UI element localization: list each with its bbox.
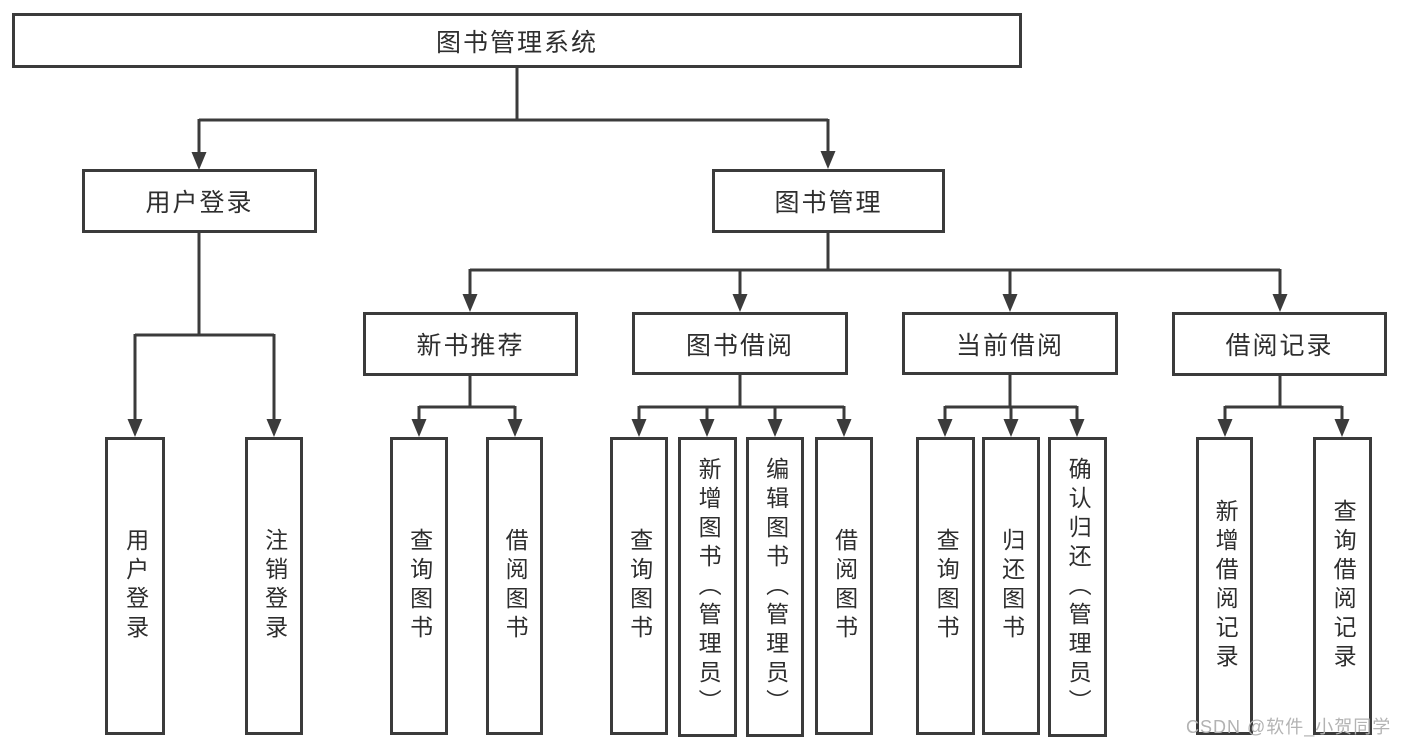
leaf-nb-borrow-books: 借阅图书 (486, 437, 543, 735)
node-new-book-recommend: 新书推荐 (363, 312, 578, 376)
leaf-bb-edit-book-admin: 编辑图书（管理员） (746, 437, 804, 737)
leaf-cb-query-books: 查询图书 (916, 437, 975, 735)
node-book-borrowing: 图书借阅 (632, 312, 848, 375)
leaf-logout: 注销登录 (245, 437, 303, 735)
node-user-login: 用户登录 (82, 169, 317, 233)
node-library-management-system: 图书管理系统 (12, 13, 1022, 68)
leaf-nb-query-books: 查询图书 (390, 437, 448, 735)
leaf-br-query-record: 查询借阅记录 (1313, 437, 1372, 735)
node-borrowing-records: 借阅记录 (1172, 312, 1387, 376)
leaf-bb-add-book-admin: 新增图书（管理员） (678, 437, 737, 737)
leaf-cb-return-books: 归还图书 (982, 437, 1040, 735)
leaf-br-add-record: 新增借阅记录 (1196, 437, 1253, 735)
leaf-user-login: 用户登录 (105, 437, 165, 735)
leaf-bb-query-books: 查询图书 (610, 437, 668, 735)
node-book-management: 图书管理 (712, 169, 945, 233)
csdn-watermark: CSDN @软件_小贺同学 (1186, 717, 1392, 737)
leaf-cb-confirm-return-admin: 确认归还（管理员） (1048, 437, 1107, 737)
node-current-borrowing: 当前借阅 (902, 312, 1118, 375)
leaf-bb-borrow-books: 借阅图书 (815, 437, 873, 735)
